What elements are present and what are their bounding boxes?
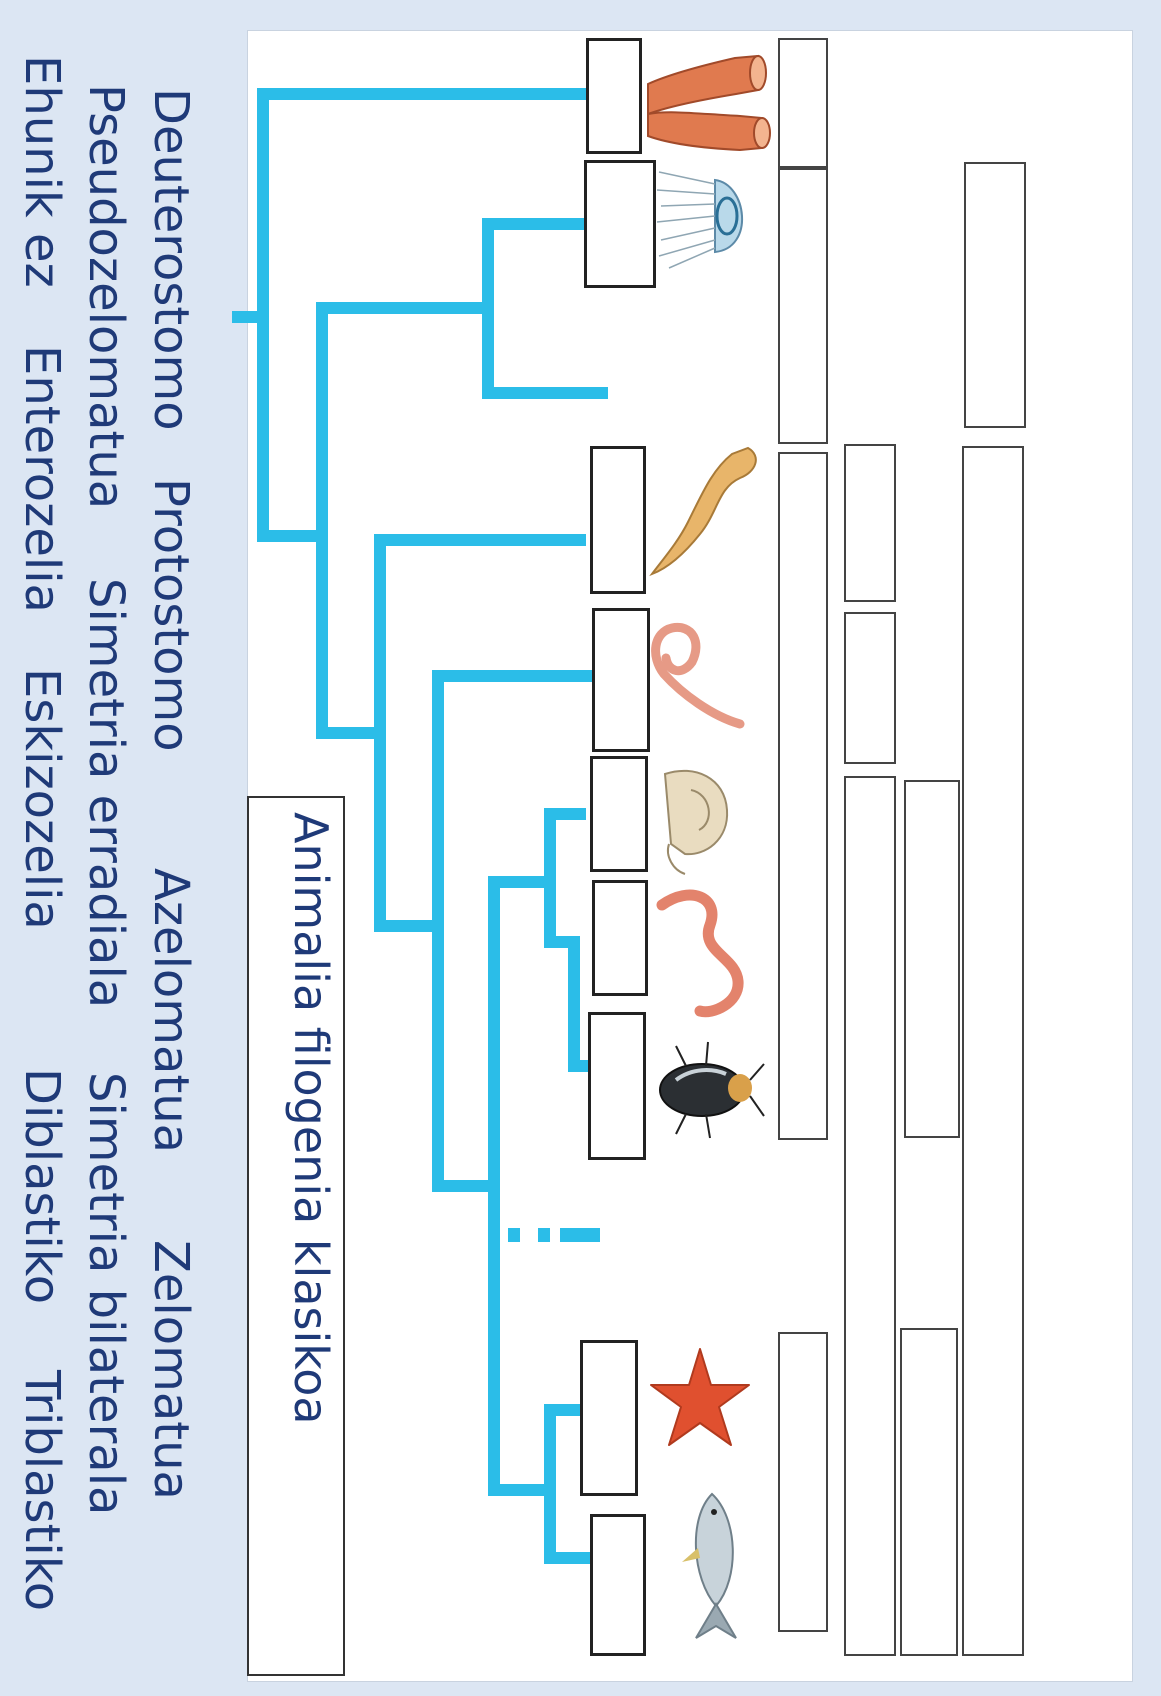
answer-box[interactable]: [592, 608, 650, 752]
branch: [482, 387, 608, 399]
branch: [257, 88, 269, 541]
sponge-icon: [640, 44, 770, 154]
branch-dash: [508, 1228, 520, 1242]
term-enterozelia: Enterozelia: [18, 345, 66, 613]
branch: [488, 1484, 550, 1496]
term-eskizozelia: Eskizozelia: [18, 668, 66, 930]
diagram-title: Animalia filogenia klasikoa: [284, 812, 338, 1425]
branch: [568, 936, 580, 1070]
answer-box[interactable]: [586, 38, 642, 154]
group-answer-box[interactable]: [778, 38, 828, 168]
branch: [374, 920, 438, 932]
term-simetria-erradiala: Simetria erradiala: [82, 578, 130, 1008]
branch: [544, 808, 556, 948]
branch: [374, 534, 586, 546]
group-answer-box[interactable]: [844, 612, 896, 764]
branch: [432, 670, 592, 682]
answer-box[interactable]: [590, 446, 646, 594]
group-answer-box[interactable]: [778, 168, 828, 444]
group-answer-box[interactable]: [962, 446, 1024, 1656]
branch: [432, 670, 444, 1192]
branch: [316, 302, 488, 314]
branch: [544, 1404, 584, 1416]
fish-icon: [668, 1488, 758, 1648]
flatworm-icon: [648, 442, 763, 582]
branch: [482, 218, 586, 230]
roundworm-icon: [652, 612, 744, 730]
group-answer-box[interactable]: [844, 444, 896, 602]
group-answer-box[interactable]: [904, 780, 960, 1138]
branch: [374, 534, 386, 932]
branch-dash: [560, 1228, 600, 1242]
branch: [316, 727, 380, 739]
branch: [316, 302, 328, 738]
branch: [432, 1180, 494, 1192]
starfish-icon: [645, 1345, 755, 1460]
answer-box[interactable]: [590, 1514, 646, 1656]
branch: [488, 876, 550, 888]
answer-box[interactable]: [588, 1012, 646, 1160]
term-protostomo: Protostomo: [147, 478, 195, 752]
branch: [482, 218, 494, 398]
group-answer-box[interactable]: [778, 1332, 828, 1632]
group-answer-box[interactable]: [964, 162, 1026, 428]
term-azelomatua: Azelomatua: [147, 868, 195, 1153]
branch: [257, 88, 587, 100]
branch: [544, 1404, 556, 1564]
group-answer-box[interactable]: [778, 452, 828, 1140]
answer-box[interactable]: [580, 1340, 638, 1496]
term-deuterostomo: Deuterostomo: [147, 88, 195, 431]
term-zelomatua: Zelomatua: [147, 1240, 195, 1500]
snail-icon: [655, 760, 735, 880]
beetle-icon: [646, 1030, 766, 1150]
branch: [568, 1060, 590, 1072]
answer-box[interactable]: [592, 880, 648, 996]
branch: [544, 1552, 590, 1564]
term-diblastiko: Diblastiko: [18, 1068, 66, 1304]
branch: [544, 808, 586, 820]
term-triblastiko: Triblastiko: [18, 1370, 66, 1611]
group-answer-box[interactable]: [844, 776, 896, 1656]
term-simetria-bilaterala: Simetria bilaterala: [82, 1072, 130, 1515]
earthworm-icon: [650, 885, 750, 1025]
answer-box[interactable]: [590, 756, 648, 872]
branch-dash: [538, 1228, 550, 1242]
answer-box[interactable]: [584, 160, 656, 288]
group-answer-box[interactable]: [900, 1328, 958, 1656]
branch: [488, 876, 500, 1496]
term-pseudozelomatua: Pseudozelomatua: [82, 84, 130, 509]
jellyfish-icon: [655, 160, 760, 270]
term-ehunik-ez: Ehunik ez: [18, 55, 66, 288]
